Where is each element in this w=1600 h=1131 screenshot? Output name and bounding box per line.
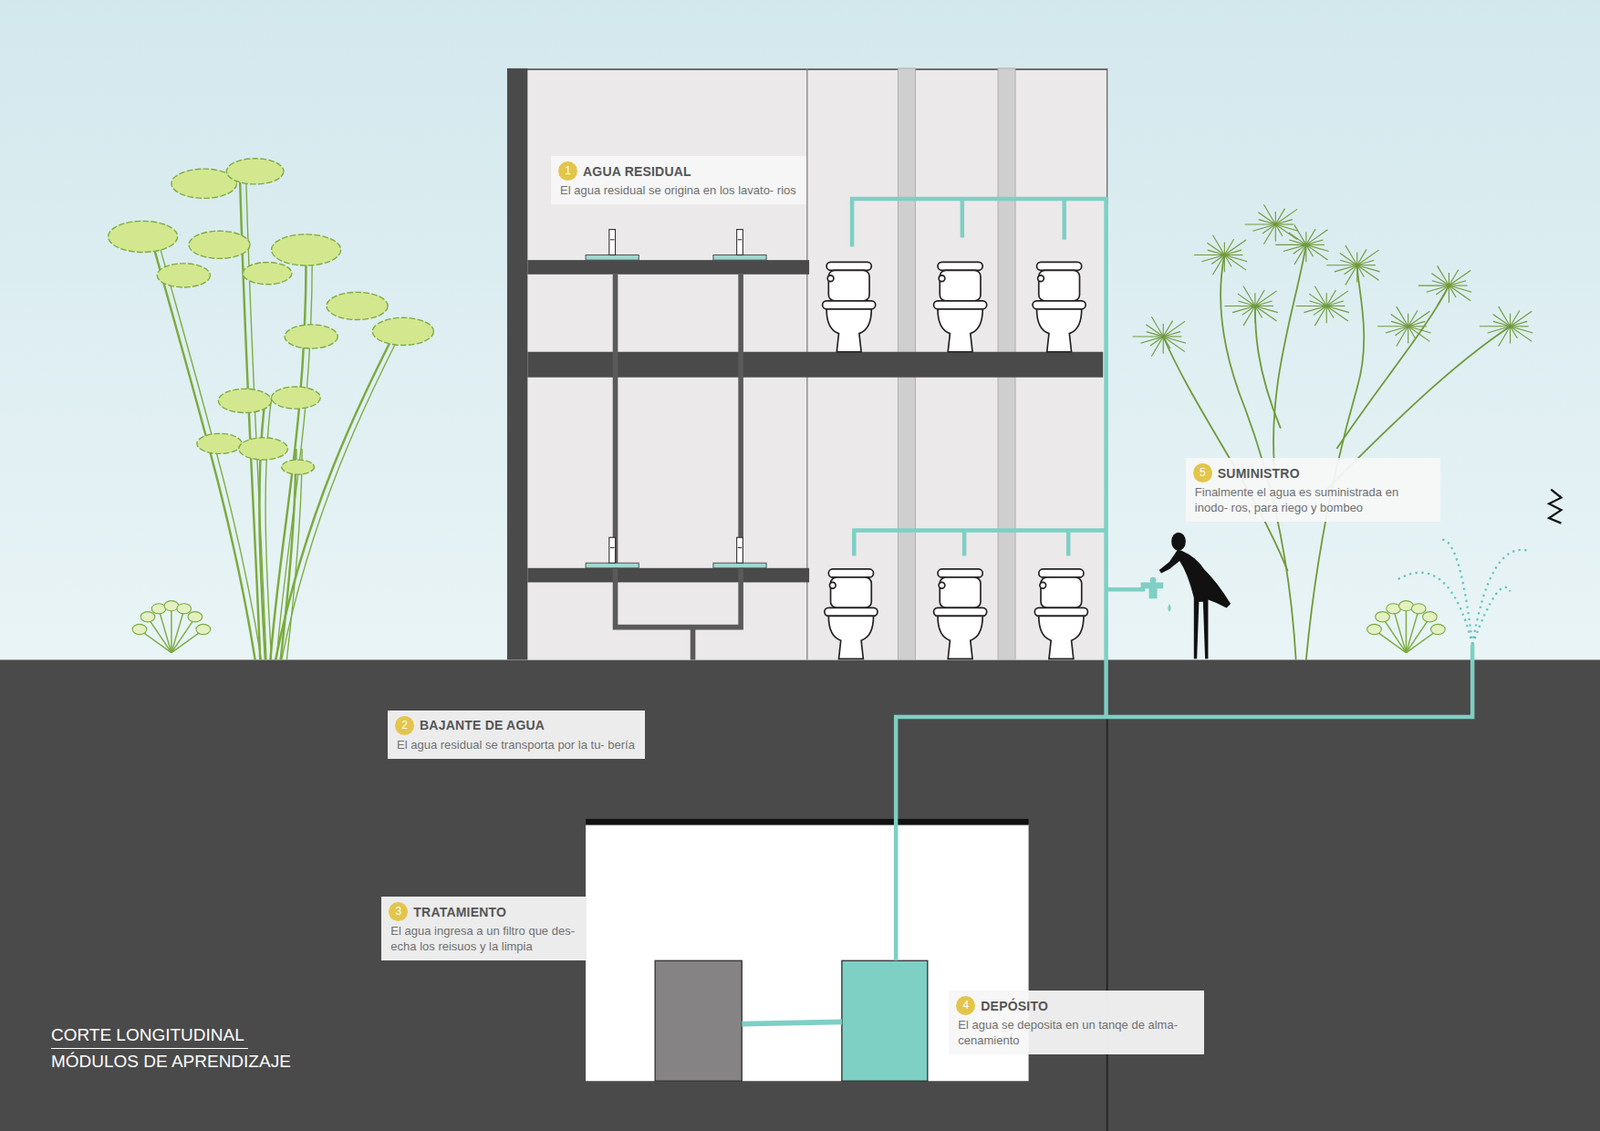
callout-text: El agua se deposita en un tanqe de alma-… [955,1017,1196,1049]
callout-number: 3 [388,902,408,922]
callout-heading: DEPÓSITO [980,998,1049,1014]
callout-number: 5 [1193,463,1213,483]
callout-text: El agua residual se transporta por la tu… [394,737,637,753]
callout-header: 1 AGUA RESIDUAL [558,161,799,181]
callout-heading: TRATAMIENTO [413,904,507,920]
ground [0,659,1600,1131]
sky [0,0,1600,662]
counter [527,568,810,583]
filter-tank [654,960,742,1081]
title-block: CORTE LONGITUDINALMÓDULOS DE APRENDIZAJE [51,1022,291,1075]
counter [527,259,810,275]
building [507,68,1108,661]
title: CORTE LONGITUDINAL [51,1022,249,1050]
faucet [1141,577,1172,613]
callout-text: El agua ingresa a un filtro que des- ech… [388,923,578,955]
callout-text: El agua residual se origina en los lavat… [558,182,799,198]
callout-number: 1 [558,161,578,181]
callout-box: 5 SUMINISTRO Finalmente el agua es suminis… [1185,457,1442,522]
callout-box: 1 AGUA RESIDUAL El agua residual se origin… [550,155,807,205]
callout-box: 3 TRATAMIENTO El agua ingresa a un filtro … [381,896,586,961]
callout-number: 4 [955,996,976,1016]
supply-pipe [851,198,1473,961]
callout-box: 2BAJANTE DE AGUAEl agua residual se tran… [387,710,645,759]
callout-heading: BAJANTE DE AGUA [419,717,545,733]
callout-header: 2BAJANTE DE AGUA [394,716,637,736]
person [1159,532,1231,660]
sinks [585,229,767,569]
wall [507,68,528,661]
caption: MÓDULOS DE APRENDIZAJE [51,1049,291,1075]
toilets [822,261,1089,659]
callout-number: 2 [394,716,415,736]
callout-heading: AGUA RESIDUAL [582,164,692,179]
trees [108,158,1534,661]
sprinkler [1398,540,1529,645]
storage-tank [841,960,928,1081]
section-line [1106,659,1109,1131]
callout-header: 4DEPÓSITO [955,996,1196,1016]
callout-header: 3 TRATAMIENTO [388,902,578,922]
callout-box: 4DEPÓSITOEl agua se deposita en un tanqe… [948,990,1205,1055]
mark [1548,489,1561,524]
callout-header: 5 SUMINISTRO [1193,463,1434,483]
callout-text: Finalmente el agua es suministrada en in… [1193,484,1434,516]
callout-heading: SUMINISTRO [1217,466,1300,481]
